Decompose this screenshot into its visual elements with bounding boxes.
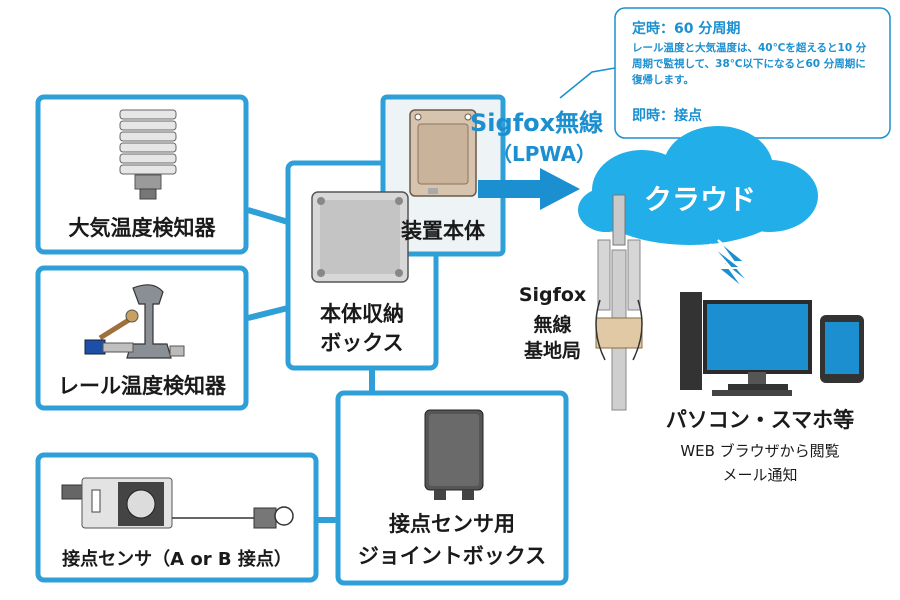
device-label: 装置本体	[401, 219, 485, 243]
rail-temp-box	[35, 265, 249, 411]
terminals-line1: WEB ブラウザから閲覧	[680, 442, 840, 460]
station-label-line1: Sigfox	[518, 284, 587, 306]
callout-body: レール温度と大気温度は、40℃を超えると10 分周期で監視して、38℃以下になる…	[632, 42, 867, 86]
cloud-icon	[578, 126, 818, 245]
signal-bolts	[709, 239, 753, 291]
cloud-label: クラウド	[643, 183, 756, 216]
rail-clamp-sensor-icon	[84, 284, 185, 359]
desktop-computer-icon	[680, 292, 812, 396]
storage-box-label-line1: 本体収納	[320, 302, 404, 326]
base-station-antenna-icon	[595, 194, 643, 411]
station-label-line3: 基地局	[523, 340, 581, 362]
air-temp-label: 大気温度検知器	[68, 216, 216, 240]
device-unit-icon	[409, 109, 477, 197]
callout-title-1: 定時：60 分周期	[632, 21, 741, 37]
station-label-line2: 無線	[533, 314, 572, 336]
smartphone-icon	[820, 315, 864, 383]
rail-temp-label: レール温度検知器	[58, 374, 226, 398]
contact-sensor-label: 接点センサ（A or B 接点）	[62, 549, 292, 570]
contact-sensor-icon	[61, 477, 294, 529]
joint-label-line1: 接点センサ用	[389, 512, 515, 536]
callout-title-2: 即時：接点	[632, 108, 702, 124]
connectors	[247, 207, 375, 523]
joint-label-line2: ジョイントボックス	[357, 544, 547, 568]
terminals-title: パソコン・スマホ等	[665, 408, 855, 432]
terminals-line2: メール通知	[722, 466, 798, 484]
wireless-sub-label: （LPWA）	[492, 142, 597, 166]
wireless-arrow	[478, 168, 580, 210]
radiation-shield-sensor-icon	[119, 109, 177, 200]
joint-box-icon	[424, 409, 484, 500]
wireless-label: Sigfox無線	[470, 109, 604, 137]
storage-box-label-line2: ボックス	[320, 331, 404, 355]
enclosure-box-icon	[311, 191, 409, 283]
